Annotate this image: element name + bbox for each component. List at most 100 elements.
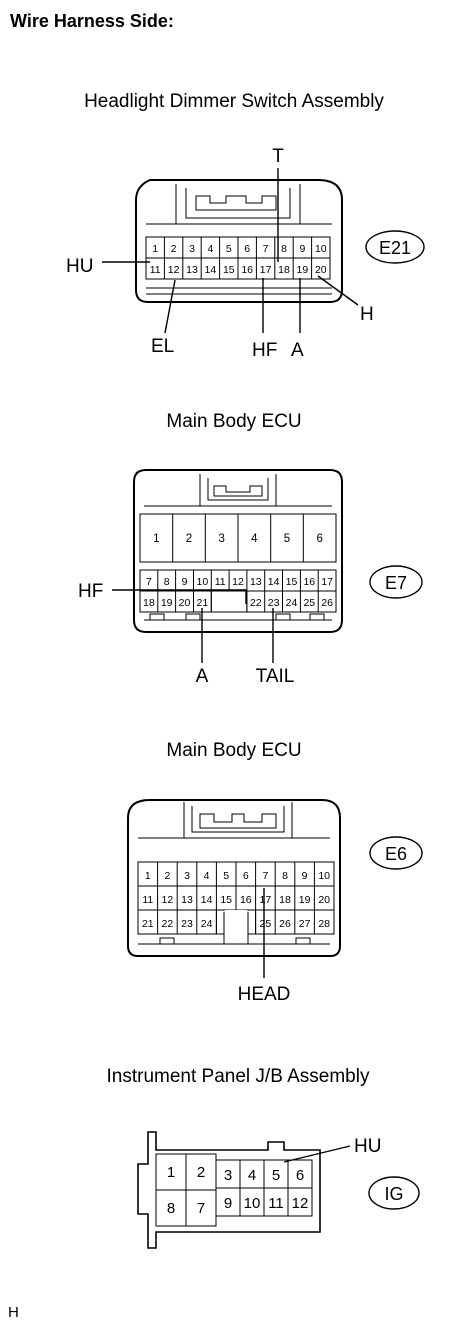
pin: 1	[145, 870, 151, 882]
pin-grid: 1 2 3 4 5 6 8 7 9 10 11 12	[155, 1153, 313, 1227]
pin: 24	[286, 597, 298, 609]
pin: 6	[243, 870, 249, 882]
connector-e6: Main Body ECU 1 2	[127, 740, 423, 1005]
pin-label-tail: TAIL	[256, 666, 295, 687]
pin: 16	[241, 264, 253, 276]
pin-label-hu: HU	[66, 256, 93, 277]
pin: 1	[153, 533, 159, 545]
pin: 6	[316, 533, 322, 545]
pin: 19	[161, 597, 173, 609]
pin: 3	[218, 533, 224, 545]
pin: 14	[268, 576, 280, 588]
pin: 13	[250, 576, 262, 588]
pin: 1	[167, 1164, 175, 1181]
pin: 11	[142, 894, 153, 906]
pin: 14	[201, 894, 213, 906]
pin: 8	[281, 243, 287, 255]
connector-e7: Main Body ECU 1 2 3 4 5 6	[78, 411, 423, 687]
connector-e21: Headlight Dimmer Switch Assembly 1 2 3	[66, 91, 425, 361]
connector-title: Main Body ECU	[166, 411, 301, 432]
pin: 16	[303, 576, 315, 588]
pin: 22	[250, 597, 262, 609]
pin: 5	[272, 1167, 280, 1184]
pin: 24	[201, 918, 213, 930]
pin: 10	[197, 576, 209, 588]
pin: 2	[197, 1164, 205, 1181]
pin: 2	[186, 533, 192, 545]
pin: 21	[142, 918, 154, 930]
pin: 19	[299, 894, 311, 906]
pin-grid-large: 1 2 3 4 5 6	[139, 513, 337, 563]
pin: 19	[297, 264, 309, 276]
pin-label-t: T	[272, 146, 284, 167]
pin: 6	[244, 243, 250, 255]
pin-label-a: A	[196, 666, 209, 687]
connector-code: E21	[379, 238, 411, 258]
pin: 18	[278, 264, 290, 276]
pin: 2	[171, 243, 177, 255]
connector-code: E6	[385, 844, 407, 864]
page-header: Wire Harness Side:	[10, 11, 174, 31]
pin: 17	[321, 576, 333, 588]
pin: 15	[286, 576, 298, 588]
pin: 4	[207, 243, 213, 255]
pin: 14	[205, 264, 217, 276]
pin-grid: 1 2 3 4 5 6 7 8 9 10 11 12 13 14 15 16 1…	[137, 861, 335, 945]
pin-grid: 7 8 9 10 11 12 13 14 15 16 17 18 19 20 2…	[139, 569, 337, 613]
connector-title: Headlight Dimmer Switch Assembly	[84, 91, 384, 112]
pin-label-hf: HF	[252, 340, 277, 361]
connector-title: Instrument Panel J/B Assembly	[107, 1066, 370, 1087]
pin: 7	[146, 576, 152, 588]
connector-ig: Instrument Panel J/B Assembly 1 2 3 4 5 …	[107, 1066, 420, 1249]
pin-grid: 1 2 3 4 5 6 7 8 9 10 11 12 13 14 15 16 1…	[145, 236, 331, 280]
pin: 26	[279, 918, 291, 930]
pin: 8	[167, 1200, 175, 1217]
pin-label-h: H	[360, 304, 374, 325]
pin: 18	[279, 894, 291, 906]
pin: 15	[220, 894, 232, 906]
pin: 1	[152, 243, 158, 255]
pin: 4	[251, 533, 258, 545]
pin-label-head: HEAD	[238, 984, 291, 1005]
pin: 9	[182, 576, 188, 588]
pin: 15	[223, 264, 235, 276]
pin-label-hf: HF	[78, 581, 103, 602]
pin: 20	[318, 894, 330, 906]
pin: 26	[321, 597, 333, 609]
pin: 18	[143, 597, 155, 609]
pin: 11	[150, 264, 161, 276]
pin: 7	[197, 1200, 205, 1217]
pin: 25	[303, 597, 315, 609]
pin: 17	[260, 894, 272, 906]
pin: 12	[162, 894, 174, 906]
pin: 9	[302, 870, 308, 882]
pin: 5	[226, 243, 232, 255]
pin: 8	[282, 870, 288, 882]
pin: 23	[268, 597, 280, 609]
pin: 3	[184, 870, 190, 882]
pin: 16	[240, 894, 252, 906]
pin: 10	[315, 243, 327, 255]
pin: 9	[299, 243, 305, 255]
pin: 3	[189, 243, 195, 255]
pin: 28	[318, 918, 330, 930]
pin: 4	[204, 870, 210, 882]
pin: 27	[299, 918, 311, 930]
pin: 21	[197, 597, 209, 609]
pin: 25	[260, 918, 272, 930]
pin: 20	[179, 597, 191, 609]
pin-label-el: EL	[151, 336, 174, 357]
pin-label-a: A	[291, 340, 304, 361]
pin: 13	[186, 264, 198, 276]
pin: 6	[296, 1167, 304, 1184]
pin: 12	[292, 1195, 309, 1212]
pin: 4	[248, 1167, 256, 1184]
pin: 12	[168, 264, 180, 276]
pin: 5	[284, 533, 290, 545]
pin: 12	[232, 576, 244, 588]
pin: 5	[223, 870, 229, 882]
pin: 23	[181, 918, 193, 930]
pin: 10	[318, 870, 330, 882]
pin: 7	[263, 243, 269, 255]
